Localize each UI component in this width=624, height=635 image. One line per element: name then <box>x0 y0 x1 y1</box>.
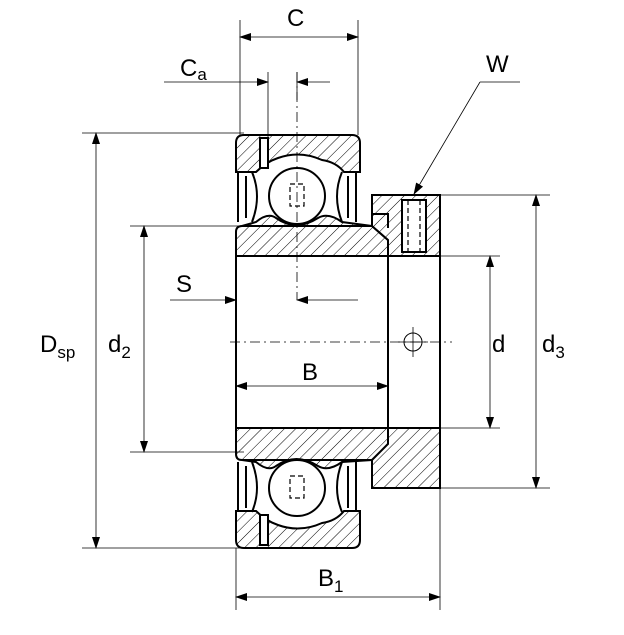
label-W: W <box>486 51 509 78</box>
lower-inner-ring <box>235 427 389 470</box>
dim-d2: d2 <box>108 225 244 453</box>
label-C: C <box>287 5 304 32</box>
dim-Dsp: Dsp <box>40 132 244 549</box>
label-d3: d3 <box>542 331 565 362</box>
lower-outer-ring <box>235 510 361 549</box>
dim-B: B <box>235 359 389 390</box>
label-Ca: Ca <box>180 55 207 84</box>
label-d: d <box>492 331 505 358</box>
dim-C: C <box>239 5 359 135</box>
dim-Ca: Ca <box>164 55 330 138</box>
label-B: B <box>302 359 318 386</box>
label-Dsp: Dsp <box>40 331 75 362</box>
upper-collar <box>371 194 441 257</box>
upper-outer-ring <box>235 134 361 173</box>
upper-inner-ring <box>235 214 389 257</box>
lower-ball <box>237 459 357 517</box>
label-d2: d2 <box>108 331 131 362</box>
dim-B1: B1 <box>235 488 441 610</box>
label-S: S <box>176 271 192 298</box>
dim-d: d <box>440 255 505 429</box>
dim-d3: d3 <box>440 194 565 489</box>
dim-W: W <box>413 51 520 195</box>
dim-S: S <box>170 271 358 304</box>
label-B1: B1 <box>318 565 343 596</box>
